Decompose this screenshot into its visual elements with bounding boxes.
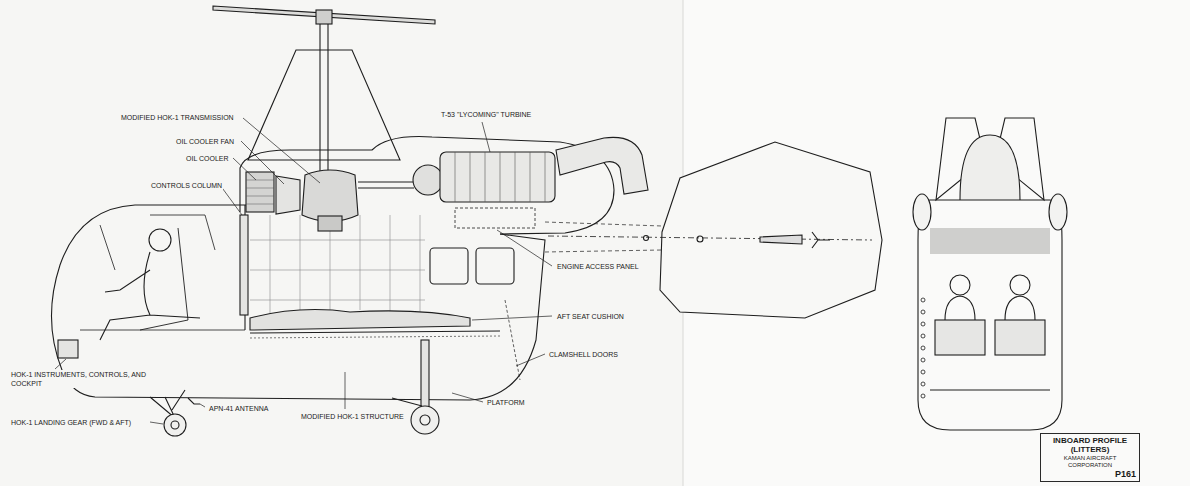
canopy-frame	[80, 215, 245, 330]
pilot-head	[149, 229, 171, 251]
front-wheel	[164, 414, 186, 436]
rotor-hub	[316, 10, 332, 24]
drive-shaft	[358, 181, 414, 182]
part-label: AFT SEAT CUSHION	[556, 312, 625, 321]
drive-shaft	[358, 187, 414, 188]
access-panel	[455, 208, 535, 228]
window	[476, 248, 514, 284]
rear-gear-strut	[421, 340, 429, 408]
title-text: INBOARD PROFILE (LITTERS)	[1044, 436, 1136, 454]
rotor-blade	[213, 6, 435, 24]
passenger-body	[945, 296, 1035, 320]
passenger-head	[950, 275, 970, 295]
tail-boom-line	[545, 222, 662, 226]
part-label: MODIFIED HOK-1 STRUCTURE	[300, 412, 405, 421]
part-label: APN-41 ANTENNA	[208, 404, 270, 413]
instrument-box	[58, 340, 78, 358]
rotor-mast	[319, 24, 320, 172]
clamshell-door	[505, 300, 520, 380]
part-label: T-53 "LYCOMING" TURBINE	[440, 110, 532, 119]
side-view	[51, 6, 882, 436]
bearing	[644, 236, 649, 241]
part-label: PLATFORM	[486, 398, 526, 407]
rear-wheel	[420, 415, 430, 425]
rear-gear-brace	[392, 398, 422, 406]
side-pod	[913, 194, 931, 230]
rear-wheel	[411, 406, 439, 434]
side-pod	[1049, 194, 1067, 230]
elevator	[760, 235, 802, 244]
pilot-seat	[140, 228, 188, 330]
company-text: KAMAN AIRCRAFT CORPORATION	[1044, 455, 1136, 469]
front-wheel	[171, 421, 179, 429]
part-label: ENGINE ACCESS PANEL	[556, 262, 640, 271]
part-label: HOK-1 LANDING GEAR (FWD & AFT)	[10, 418, 132, 427]
gearbox	[413, 165, 443, 195]
part-label: CONTROLS COLUMN	[150, 181, 223, 190]
front-gear-strut	[150, 390, 185, 418]
part-label: MODIFIED HOK-1 TRANSMISSION	[120, 113, 235, 122]
litter-patient	[250, 310, 470, 330]
cabin-band	[930, 228, 1050, 254]
window	[430, 248, 468, 284]
floor-line	[930, 389, 1050, 390]
frame-grid	[250, 215, 425, 318]
paper-sheet	[0, 0, 683, 486]
body-section	[918, 200, 1062, 430]
part-label: OIL COOLER	[185, 154, 230, 163]
tail-detail	[812, 232, 830, 248]
seat	[995, 320, 1045, 355]
rivet-row	[921, 298, 925, 398]
tail-boom-line	[548, 236, 872, 240]
platform	[250, 336, 500, 338]
oil-cooler	[246, 172, 274, 212]
turbine-ribs	[455, 152, 545, 202]
controls-column	[240, 215, 248, 315]
title-block: INBOARD PROFILE (LITTERS)KAMAN AIRCRAFT …	[1040, 433, 1140, 482]
transmission	[318, 216, 342, 231]
tail-boom-line	[545, 250, 662, 252]
part-label: CLAMSHELL DOORS	[548, 350, 619, 359]
front-view	[913, 118, 1067, 430]
transmission	[302, 170, 358, 222]
engine-hump	[960, 135, 1020, 200]
tail-fin	[660, 142, 882, 318]
exhaust-pipe	[556, 137, 648, 194]
seat	[935, 320, 985, 355]
rotor-pylon	[248, 50, 400, 160]
oil-cooler-fan	[276, 176, 300, 214]
rotor-mast	[327, 24, 328, 172]
oil-cooler-hatch	[246, 180, 274, 204]
antenna	[188, 398, 200, 404]
platform	[250, 331, 500, 333]
part-label: OIL COOLER FAN	[175, 137, 235, 146]
drawing-number: P161	[1044, 469, 1136, 479]
turbine	[440, 152, 555, 202]
bearing	[697, 236, 703, 242]
passenger-head	[1010, 275, 1030, 295]
part-label: HOK-1 INSTRUMENTS, CONTROLS, AND COCKPIT	[10, 370, 147, 388]
